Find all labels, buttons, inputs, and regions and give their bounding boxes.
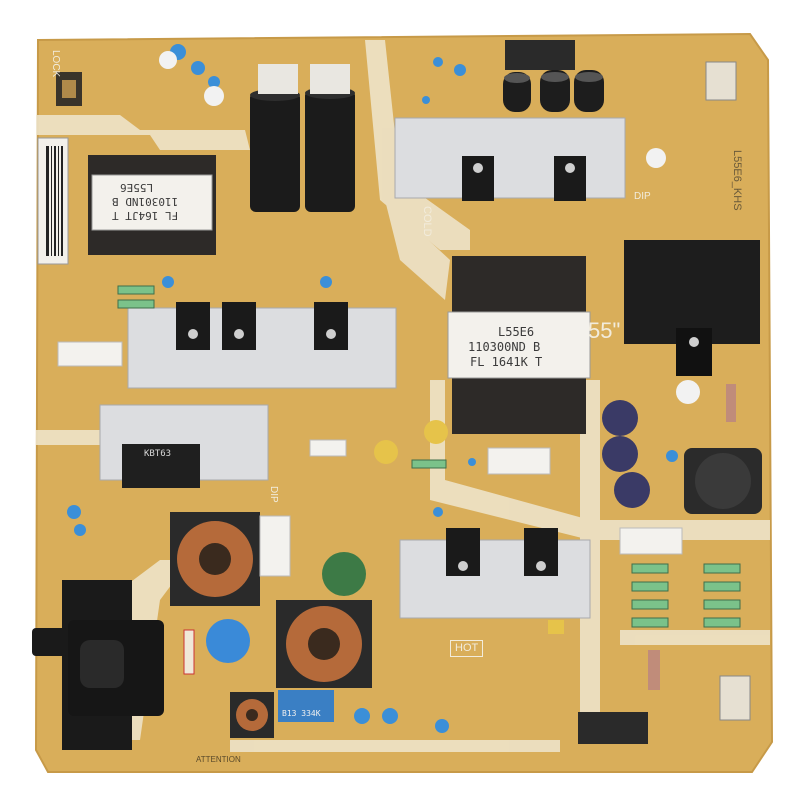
ceramic-capacitors: [67, 44, 678, 733]
transformer-center-line2: 110300ND B: [468, 340, 541, 354]
heatsink-bottom-center: [399, 528, 591, 619]
inductor-right: [684, 448, 762, 514]
bridge-label: KBT63: [144, 449, 172, 459]
heatsink-top-right: [394, 117, 626, 201]
toroid-small: [230, 692, 274, 738]
size-print: 55": [588, 318, 621, 343]
heatsink-left-middle: [127, 302, 397, 389]
misc-small-parts: [159, 51, 736, 690]
cold-label: COLD: [421, 206, 433, 237]
connector-top-right: [705, 61, 737, 101]
varistor-blue: [206, 619, 250, 663]
connector-bottom: [578, 712, 648, 744]
hot-label: HOT: [450, 640, 484, 657]
transformer-center: [447, 256, 591, 434]
relay-module: [624, 240, 760, 376]
film-cap-label: B13 334K: [282, 709, 321, 718]
transformer-left: [88, 155, 216, 255]
dip-left-label: DIP: [268, 486, 279, 503]
small-electrolytics-right: [602, 400, 650, 508]
transformer-left-line3: FL 164JT T: [112, 209, 179, 222]
model-print: L55E6_KHS: [731, 150, 743, 211]
transformer-center-line1: L55E6: [498, 325, 535, 339]
resistor-array: [117, 285, 741, 628]
transformer-center-line3: FL 1641K T: [470, 355, 543, 369]
small-capacitors-top-right: [503, 70, 604, 112]
transformer-left-line1: L55E6: [120, 181, 154, 194]
barcode-sticker: [37, 137, 69, 265]
dip-right-label: DIP: [634, 191, 651, 202]
ac-power-inlet: [32, 580, 164, 750]
lock-label: LOCK: [50, 50, 61, 78]
transformer-left-line2: 110301ND B: [112, 195, 179, 208]
connector-top: [505, 40, 575, 70]
disc-capacitor-green: [322, 552, 366, 596]
film-capacitor: [278, 690, 334, 722]
heatsink-left-lower: [99, 404, 269, 488]
toroid-choke-left: [170, 512, 260, 606]
attention-label: ATTENTION: [196, 755, 241, 764]
white-components: [57, 341, 683, 577]
electrolytic-capacitors-main: [250, 64, 355, 212]
toroid-choke-right: [276, 600, 372, 688]
connector-bottom-right: [719, 675, 751, 721]
